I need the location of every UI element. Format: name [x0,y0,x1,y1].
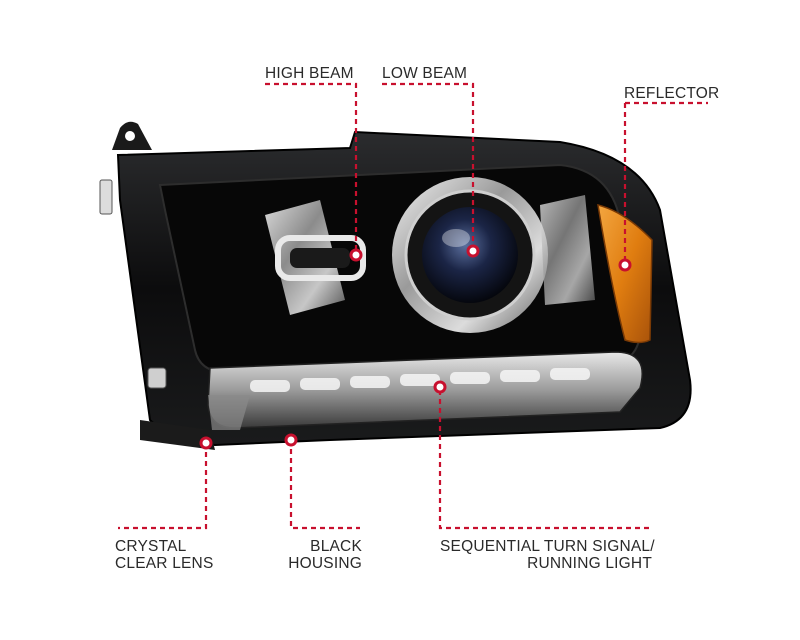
label-turn-signal: SEQUENTIAL TURN SIGNAL/ RUNNING LIGHT [440,538,655,572]
label-crystal-clear-lens: CRYSTAL CLEAR LENS [115,538,214,572]
label-high-beam: HIGH BEAM [265,65,354,82]
callout-lines [118,82,708,530]
projector-low-beam [392,177,595,333]
high-beam-module [265,200,366,315]
label-black-housing: BLACK HOUSING [288,538,362,572]
drl-light-bar [207,351,643,430]
side-bracket [99,179,215,450]
label-low-beam: LOW BEAM [382,65,468,82]
amber-reflector [597,203,653,344]
callout-dots [199,244,632,450]
label-reflector: REFLECTOR [624,85,720,102]
mounting-tab [112,121,152,150]
